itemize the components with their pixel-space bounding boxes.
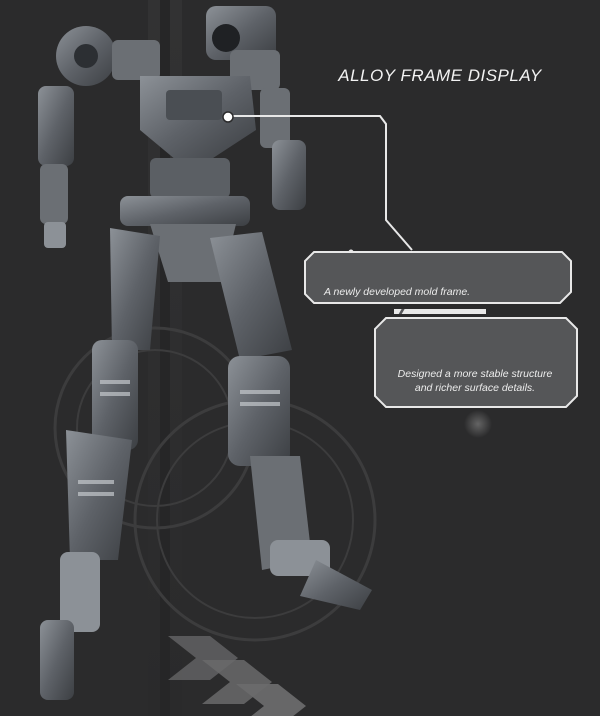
callout-line (230, 115, 413, 251)
caption-structure: Designed a more stable structure and ric… (380, 367, 570, 395)
caption-structure-line-2: and richer surface details. (414, 382, 536, 394)
caption-structure-line-1: Designed a more stable structure (397, 368, 553, 380)
panel-glow (464, 410, 492, 438)
panel-divider-bar (394, 309, 486, 314)
alloy-frame-figure (38, 6, 372, 700)
info-panel-2 (374, 317, 578, 408)
page-title: ALLOY FRAME DISPLAY (338, 66, 542, 85)
caption-mold-frame: A newly developed mold frame. (324, 286, 471, 298)
chevron-arrows-icon (168, 636, 306, 716)
callout-anchor-dot (222, 111, 234, 123)
info-panel-1 (304, 251, 572, 304)
